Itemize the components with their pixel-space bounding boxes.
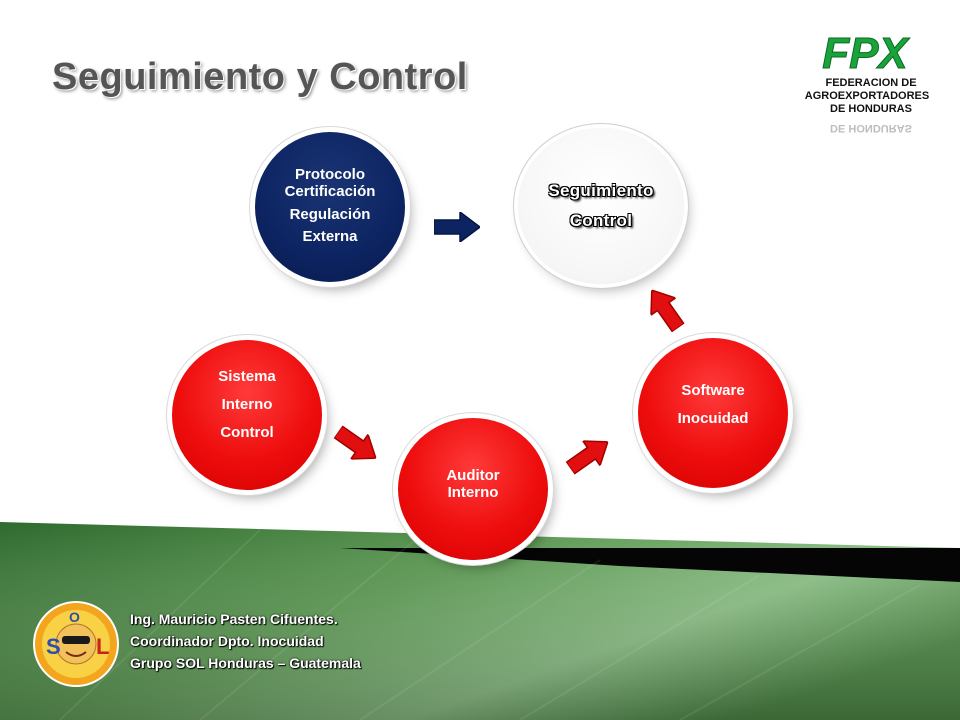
arrow-protocolo-to-seguimiento xyxy=(434,212,480,242)
arrow-auditor-to-software xyxy=(562,430,617,481)
arrow-sistema-to-auditor xyxy=(330,420,385,471)
arrow-software-to-seguimiento xyxy=(640,282,691,337)
node-software-line-2: Inocuidad xyxy=(677,410,749,427)
node-auditor-interno: Auditor Interno xyxy=(398,418,548,560)
node-seguimiento-line-2: Control xyxy=(569,211,633,230)
node-protocolo-certificacion: Protocolo Certificación Regulación Exter… xyxy=(255,132,405,282)
node-sistema-interno-control: Sistema Interno Control xyxy=(172,340,322,490)
presenter-name: Ing. Mauricio Pasten Cifuentes. xyxy=(130,611,338,627)
presenter-company: Grupo SOL Honduras – Guatemala xyxy=(130,655,361,671)
slide-title: Seguimiento y Control xyxy=(52,56,468,98)
node-software-inocuidad: Software Inocuidad xyxy=(638,338,788,488)
sol-logo-letter-s: S xyxy=(46,634,61,659)
fpx-logo-reflection: DE HONDURAS xyxy=(830,122,912,134)
fpx-logo-line-1: FEDERACION DE xyxy=(825,77,916,89)
fpx-logo: FPX FEDERACION DE AGROEXPORTADORES DE HO… xyxy=(795,28,935,136)
grupo-sol-logo: S L O xyxy=(32,600,120,688)
node-seguimiento-control: Seguimiento Control xyxy=(518,128,684,284)
sol-logo-letter-l: L xyxy=(96,634,109,659)
node-sistema-line-3: Control xyxy=(220,424,274,441)
fpx-logo-mark: FPX xyxy=(822,29,910,78)
node-auditor-line-1: Auditor Interno xyxy=(446,467,500,501)
node-protocolo-line-3: Externa xyxy=(302,228,358,245)
node-protocolo-line-1: Protocolo Certificación xyxy=(284,166,376,200)
node-sistema-line-1: Sistema xyxy=(218,368,276,385)
node-protocolo-line-2: Regulación xyxy=(289,206,371,223)
node-seguimiento-line-1: Seguimiento xyxy=(548,181,654,200)
presenter-role: Coordinador Dpto. Inocuidad xyxy=(130,633,324,649)
node-sistema-line-2: Interno xyxy=(221,396,273,413)
node-software-line-1: Software xyxy=(681,382,745,399)
fpx-logo-line-2: AGROEXPORTADORES xyxy=(805,90,929,102)
presenter-info: Ing. Mauricio Pasten Cifuentes. Coordina… xyxy=(130,608,361,674)
sol-logo-letter-o: O xyxy=(69,609,80,625)
fpx-logo-line-3: DE HONDURAS xyxy=(830,103,912,115)
